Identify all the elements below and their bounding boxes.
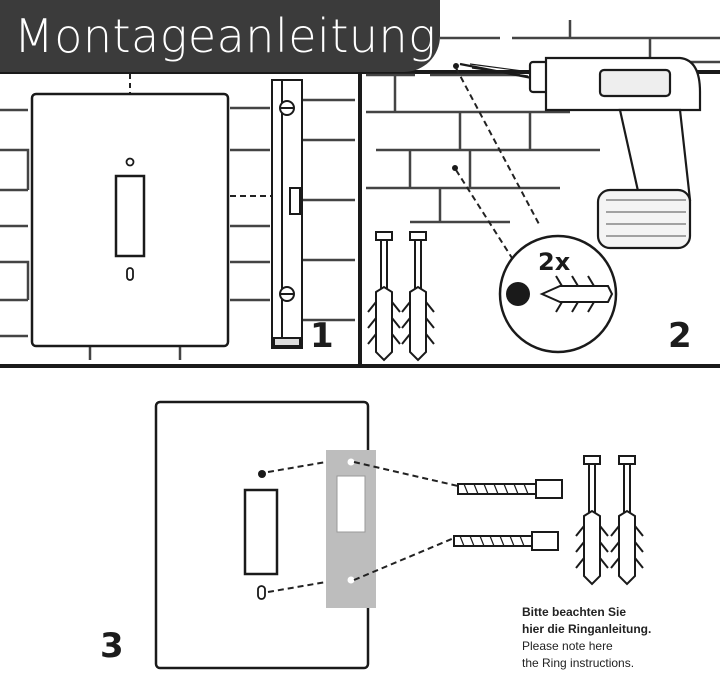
dowels-2 [367,231,435,362]
note-de-line2: hier die Ringanleitung. [522,622,652,636]
switch-plate-1 [30,92,230,348]
page-title: Montageanleitung [0,0,440,72]
screws-3 [453,479,563,551]
step-1-number: 1 [310,316,334,356]
switch-plate-3 [154,400,370,670]
step-2-number: 2 [668,316,692,356]
note-en-line1: Please note here [522,639,613,653]
note-en-line2: the Ring instructions. [522,656,635,670]
dowel-count-label: 2x [538,248,571,276]
brick-wall-1 [0,98,355,360]
drill [459,56,702,250]
ring-plate [326,450,376,608]
brick-wall-2 [366,20,720,224]
note-de-line1: Bitte beachten Sie [522,605,627,619]
dowels-3 [575,455,644,586]
step-3-number: 3 [100,626,124,666]
spirit-level [271,79,303,349]
detail-circle [498,234,618,354]
ring-instructions-note: Bitte beachten Sie hier die Ringanleitun… [522,604,712,672]
